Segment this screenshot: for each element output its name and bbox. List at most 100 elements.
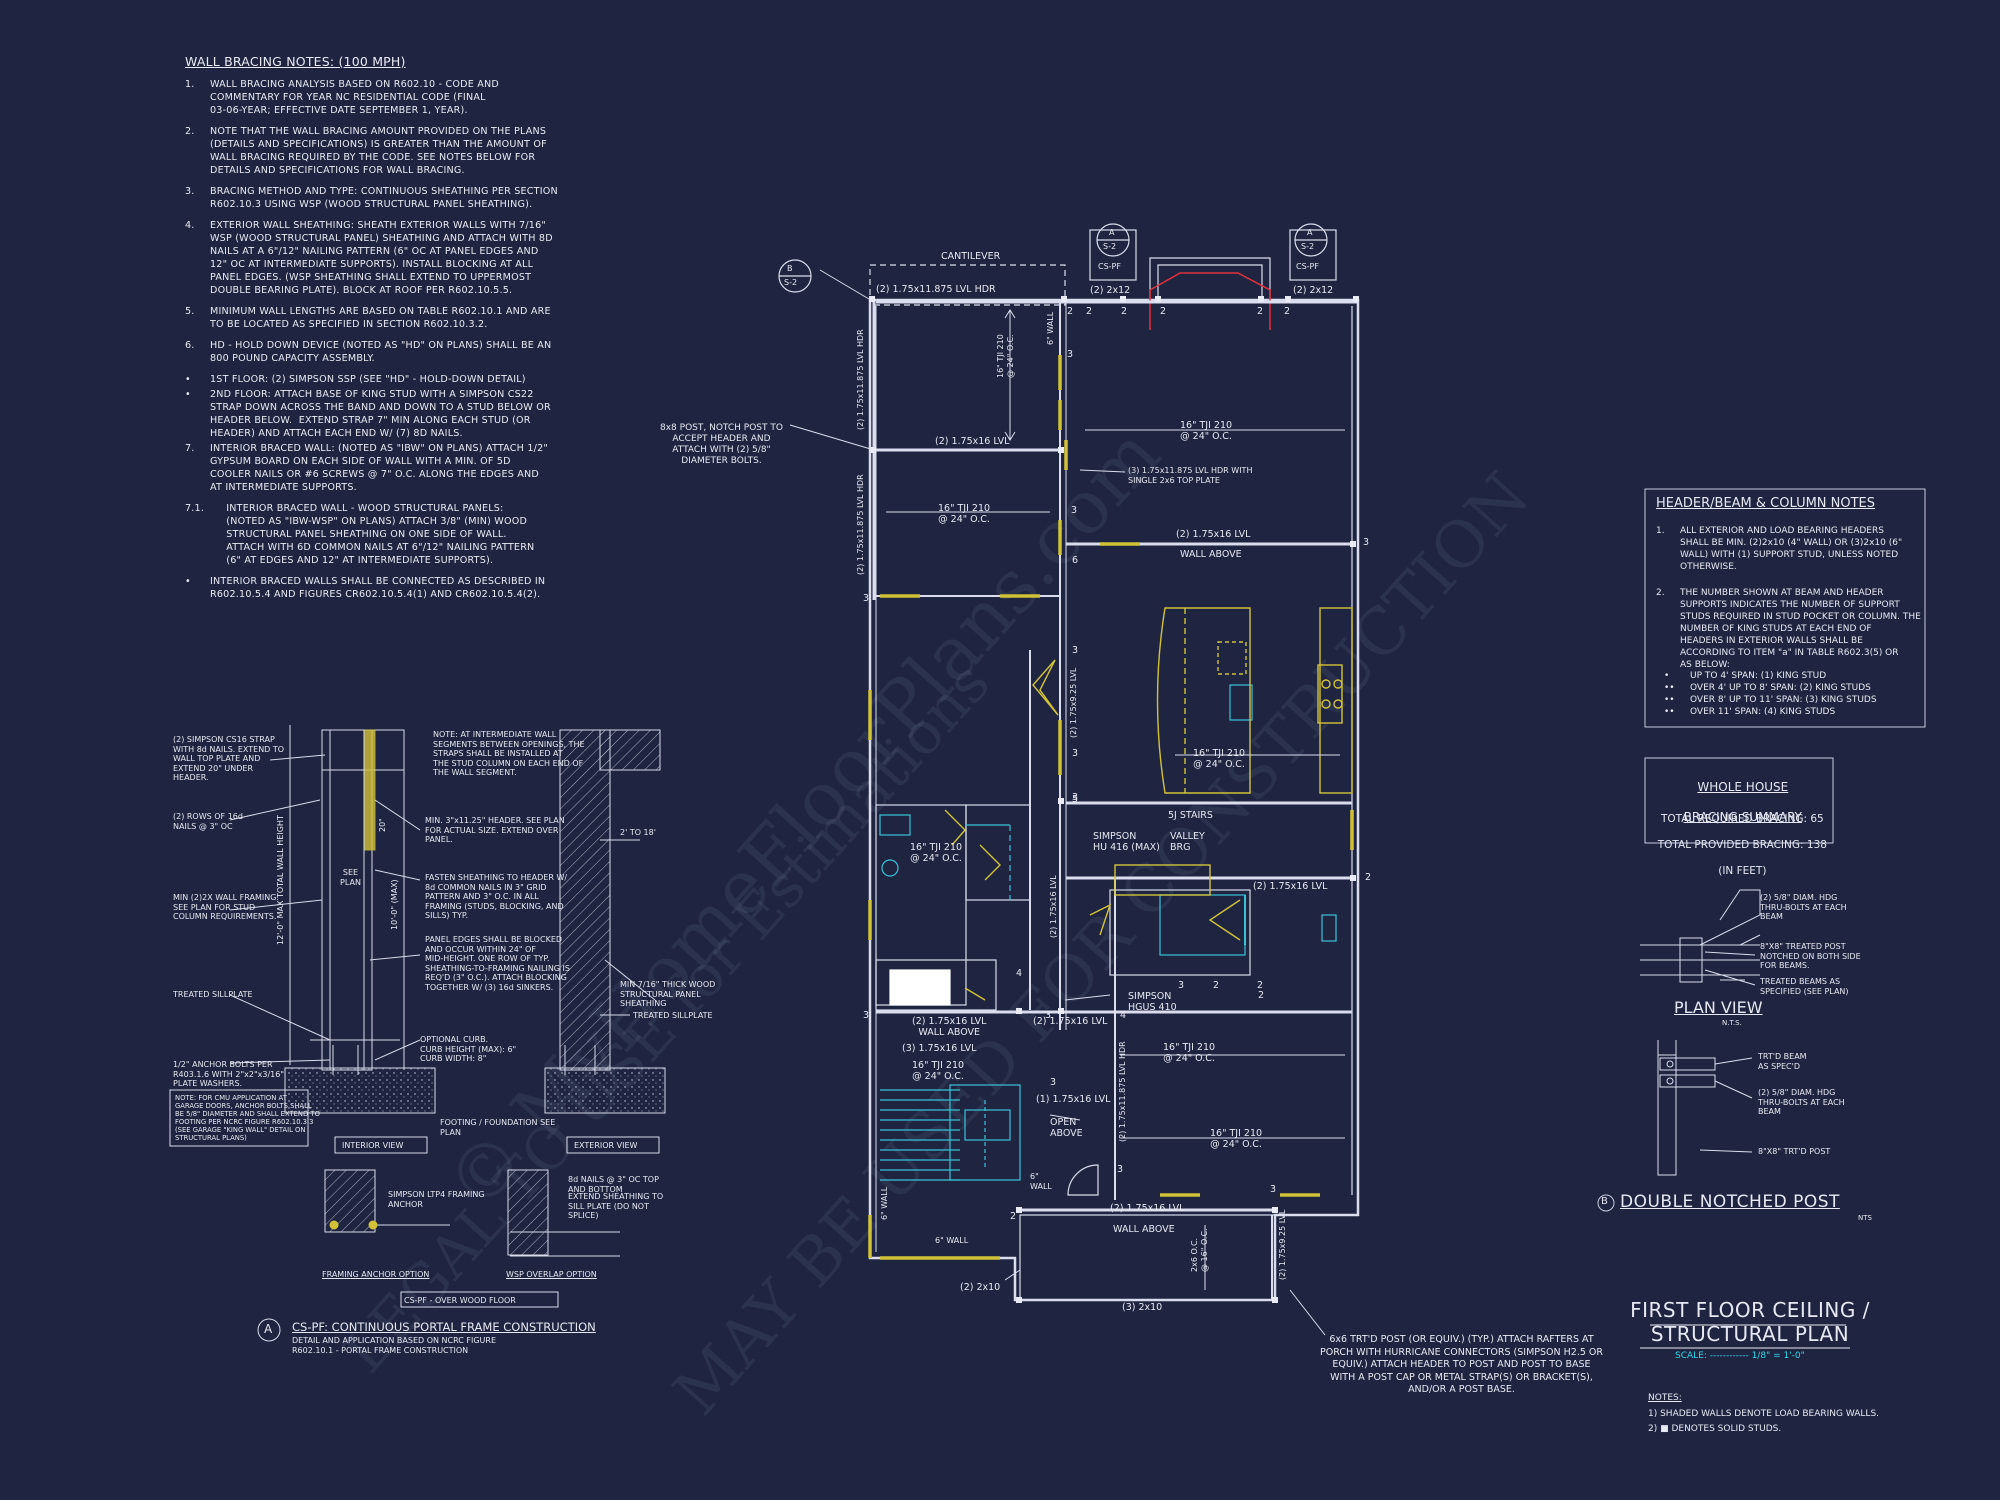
portal-title: CS-PF: CONTINUOUS PORTAL FRAME CONSTRUCT… <box>292 1320 596 1334</box>
king-stud-spans: • UP TO 4' SPAN: (1) KING STUD••OVER 4' U… <box>1664 670 1877 718</box>
note-garage: NOTE: FOR CMU APPLICATION AT GARAGE DOOR… <box>175 1094 320 1142</box>
span-bullet: •• <box>1664 707 1675 717</box>
wall-bracing-item-num: 6. <box>185 340 195 351</box>
span-text: OVER 8' UP TO 11' SPAN: (3) KING STUDS <box>1690 695 1877 705</box>
section-s2-a1: S-2 <box>1103 242 1117 251</box>
bracing-summary-values: TOTAL REQUIRED BRACING: 65 TOTAL PROVIDE… <box>1645 800 1833 878</box>
lvl16-label-7: (2) 1.75x16 LVL <box>1110 1203 1185 1214</box>
wall-bracing-item: •1ST FLOOR: (2) SIMPSON SSP (SEE "HD" - … <box>185 373 545 386</box>
lvl-hdr-vertical-2: (2) 1.75x11.875 LVL HDR <box>856 474 865 575</box>
bracing-provided: TOTAL PROVIDED BRACING: 138 <box>1657 839 1827 851</box>
span-text: OVER 11' SPAN: (4) KING STUDS <box>1690 707 1836 717</box>
stud-count: 2 <box>1086 306 1093 317</box>
stud-count: 3 <box>1270 1184 1277 1195</box>
post-tag: B <box>1601 1196 1608 1207</box>
section-tag-b: B <box>787 264 793 273</box>
king-stud-span-row: ••OVER 4' UP TO 8' SPAN: (2) KING STUDS <box>1664 682 1877 694</box>
header-note-2-num: 2. <box>1656 588 1665 598</box>
wall-bracing-item-text: HD - HOLD DOWN DEVICE (NOTED AS "HD" ON … <box>210 340 552 364</box>
span-bullet: • <box>1664 671 1670 681</box>
header-note-1-text: ALL EXTERIOR AND LOAD BEARING HEADERS SH… <box>1680 526 1903 572</box>
lvl-hdr-vertical-1: (2) 1.75x11.875 LVL HDR <box>856 329 865 430</box>
over-wood-floor-label: CS-PF - OVER WOOD FLOOR <box>404 1296 516 1305</box>
bracing-summary-title-1: WHOLE HOUSE <box>1697 780 1789 794</box>
2x10-label: (2) 2x10 <box>960 1282 1001 1293</box>
hdr-label-1: (2) 1.75x11.875 LVL HDR <box>876 284 996 295</box>
wall-bracing-item-text: EXTERIOR WALL SHEATHING: SHEATH EXTERIOR… <box>210 220 553 296</box>
stud-count: 2 <box>1010 1211 1017 1222</box>
stud-count: 2 <box>1257 306 1264 317</box>
cs-pf-label-2: CS-PF <box>1296 262 1319 271</box>
stud-count: 2 <box>1365 872 1372 883</box>
header-note-1-num: 1. <box>1656 526 1665 536</box>
stud-count: 2 <box>1160 306 1167 317</box>
post-6x6-note: 6x6 TRT'D POST (OR EQUIV.) (TYP.) ATTACH… <box>1320 1334 1603 1395</box>
2x12-label-1: (2) 2x12 <box>1090 285 1131 296</box>
note-2to18: 2' TO 18' <box>620 828 656 837</box>
stud-count: 2 <box>1121 306 1128 317</box>
interior-view-label: INTERIOR VIEW <box>342 1141 404 1150</box>
wall-bracing-item-text: BRACING METHOD AND TYPE: CONTINUOUS SHEA… <box>210 186 558 210</box>
lvl16-label-3: (2) 1.75x16 LVL <box>1253 881 1328 892</box>
lvl16-label-6: (1) 1.75x16 LVL <box>1036 1094 1111 1105</box>
portal-frame-detail <box>169 725 666 1342</box>
stud-count: 2 <box>1258 990 1265 1001</box>
plan-view-title: PLAN VIEW <box>1674 998 1763 1017</box>
cantilever-label: CANTILEVER <box>941 251 1001 262</box>
double-notched-post-title: DOUBLE NOTCHED POST <box>1620 1192 1840 1212</box>
span-text: UP TO 4' SPAN: (1) KING STUD <box>1690 671 1827 681</box>
king-stud-span-row: • UP TO 4' SPAN: (1) KING STUD <box>1664 670 1877 682</box>
stud-count: 2 <box>1284 306 1291 317</box>
stud-count: 4 <box>1016 968 1023 979</box>
wall-6-label: 6" WALL <box>1046 311 1055 345</box>
tji-vertical: 16" TJI 210 @ 24" O.C. <box>996 334 1015 378</box>
wall-bracing-item-num: 7.1. <box>185 503 205 514</box>
portal-tag: A <box>264 1322 273 1336</box>
plan-view-callout-3: TREATED BEAMS AS SPECIFIED (SEE PLAN) <box>1760 977 1849 996</box>
stud-count: 5 <box>1072 794 1079 805</box>
wall-bracing-item: 5.MINIMUM WALL LENGTHS ARE BASED ON TABL… <box>185 305 551 331</box>
plan-title-line-2: STRUCTURAL PLAN <box>1650 1322 1850 1346</box>
floor-plan <box>778 223 1360 1336</box>
wall-bracing-list: 1.WALL BRACING ANALYSIS BASED ON R602.10… <box>185 78 558 601</box>
note-footing: FOOTING / FOUNDATION SEE PLAN <box>440 1118 556 1137</box>
section-s2-a2: S-2 <box>1301 242 1315 251</box>
simpson-hu-label: SIMPSON HU 416 (MAX) <box>1093 831 1160 853</box>
tji-bath: 16" TJI 210 @ 24" O.C. <box>910 842 963 864</box>
wall-bracing-item: 2.NOTE THAT THE WALL BRACING AMOUNT PROV… <box>185 125 547 177</box>
wall-bracing-item-text: INTERIOR BRACED WALLS SHALL BE CONNECTED… <box>210 576 546 600</box>
wall-bracing-item-text: 2ND FLOOR: ATTACH BASE OF KING STUD WITH… <box>210 389 551 439</box>
wall-bracing-item-num: 1. <box>185 79 195 90</box>
stud-count: 3 <box>1045 1010 1052 1021</box>
wall-bracing-item: 7.INTERIOR BRACED WALL: (NOTED AS "IBW" … <box>185 442 548 494</box>
wall-bracing-item-text: INTERIOR BRACED WALL: (NOTED AS "IBW" ON… <box>210 443 548 493</box>
wsp-overlap-label: WSP OVERLAP OPTION <box>506 1270 597 1279</box>
post-callout-3: 8"X8" TRT'D POST <box>1758 1147 1831 1156</box>
note-rows: (2) ROWS OF 16d NAILS @ 3" OC <box>173 812 243 831</box>
stud-count: 2 <box>1257 980 1264 991</box>
hdr-vertical-3: (2) 1.75x11.875 LVL HDR <box>1118 1041 1127 1142</box>
plan-view-nts: N.T.S. <box>1722 1019 1742 1027</box>
cs-pf-label-1: CS-PF <box>1098 262 1121 271</box>
lvl925-vertical-b: (2) 1.75x9.25 LVL <box>1278 1209 1287 1280</box>
wall-bracing-item-num: 3. <box>185 186 195 197</box>
wall-bracing-item: 3. BRACING METHOD AND TYPE: CONTINUOUS SH… <box>185 185 558 211</box>
bracing-summary-title: WHOLE HOUSE BRACING SUMMARY <box>1645 765 1833 825</box>
wall-bracing-item-text: INTERIOR BRACED WALL - WOOD STRUCTURAL P… <box>226 503 535 566</box>
note-sill: TREATED SILLPLATE <box>173 990 253 999</box>
simpson-hgus-label: SIMPSON HGUS 410 <box>1128 991 1177 1013</box>
wall-bracing-item-num: • <box>185 389 191 400</box>
note-curb: OPTIONAL CURB. CURB HEIGHT (MAX): 6" CUR… <box>420 1035 517 1063</box>
wall-bracing-item-text: MINIMUM WALL LENGTHS ARE BASED ON TABLE … <box>210 306 551 330</box>
note-see-plan: SEE PLAN <box>340 868 361 887</box>
wall-bracing-item-num: 2. <box>185 126 195 137</box>
wall-above-label-2: WALL ABOVE <box>1113 1224 1175 1235</box>
note-intermediate: NOTE: AT INTERMEDIATE WALL SEGMENTS BETW… <box>433 730 585 777</box>
plan-view-detail <box>1640 889 1761 1176</box>
plan-scale: SCALE: ------------ 1/8" = 1'-0" <box>1675 1351 1805 1361</box>
section-tag-a1: A <box>1109 228 1115 237</box>
wall-6-label-b: 6" WALL <box>1030 1172 1052 1191</box>
wall-bracing-item: 7.1. INTERIOR BRACED WALL - WOOD STRUCTU… <box>185 502 545 567</box>
post-callout-2: (2) 5/8" DIAM. HDG THRU-BOLTS AT EACH BE… <box>1758 1088 1845 1116</box>
stud-count: 3 <box>1178 980 1185 991</box>
